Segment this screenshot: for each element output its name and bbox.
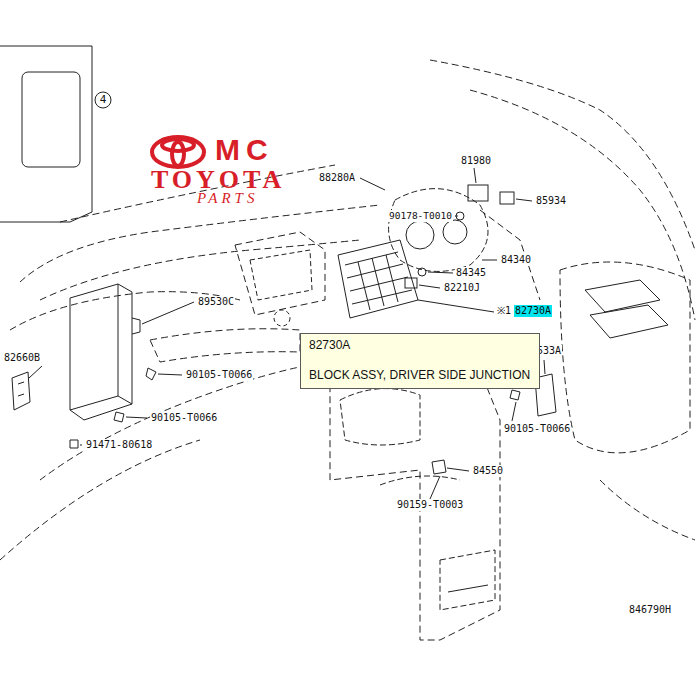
adjacent-view-part [22, 72, 80, 167]
leader-line [516, 199, 532, 201]
glovebox [150, 329, 300, 362]
part-number: 90178-T0010 [388, 210, 453, 222]
leader-line [474, 168, 476, 183]
part-number: 82730A [514, 305, 552, 317]
door-panel [560, 262, 690, 453]
part-number: 82210J [443, 282, 481, 294]
watermark: PARTS [196, 190, 259, 206]
part-number: 90159-T0003 [396, 499, 464, 511]
dashboard-lower [10, 292, 240, 330]
ecu [70, 284, 132, 420]
leader-line [447, 468, 469, 471]
adjacent-view-frame [0, 46, 92, 222]
part-number: 90105-T0066 [503, 423, 571, 435]
floor-left [0, 440, 200, 560]
part-description: BLOCK ASSY, DRIVER SIDE JUNCTION [309, 368, 531, 382]
bolt [146, 368, 156, 380]
floor-edge [40, 362, 330, 480]
leader-line [428, 272, 453, 273]
leader-line [418, 300, 494, 312]
dashboard-edge [40, 240, 360, 300]
ecu-bracket [132, 318, 140, 334]
logo-outer [152, 137, 204, 167]
bolt [114, 412, 124, 422]
ecu-edge [70, 284, 132, 410]
toyota-logo [152, 137, 204, 167]
bracket [12, 372, 30, 410]
console-slot [448, 585, 488, 592]
part-number: 84340 [500, 254, 532, 266]
leader-line [512, 402, 516, 421]
windshield-edge [60, 165, 335, 222]
clip [432, 460, 446, 474]
console-box [440, 550, 495, 610]
part-number: 90105-T0066 [150, 412, 218, 424]
relay [468, 185, 488, 201]
note-mark: ※1 [496, 305, 511, 317]
leader-line [544, 360, 545, 374]
bolt [456, 212, 464, 220]
window-switch [585, 280, 660, 312]
leader-line [126, 417, 147, 418]
leader-line [29, 366, 42, 378]
gauge [406, 221, 434, 249]
leader-line [419, 285, 440, 288]
door-lower [600, 480, 695, 540]
part-number: 82660B [3, 352, 41, 364]
console [330, 345, 500, 640]
leader-line [360, 178, 385, 190]
window-switch [590, 305, 668, 338]
bolt [70, 440, 78, 448]
gauge [443, 220, 467, 244]
vent [274, 310, 290, 326]
watermark: TOYOTA [150, 167, 286, 193]
junction-block-fuses [345, 252, 412, 310]
tooltip-box: 82730A BLOCK ASSY, DRIVER SIDE JUNCTION [300, 333, 540, 389]
part-number: 90105-T0066 [185, 369, 253, 381]
part-number: 91471-80618 [85, 439, 153, 451]
connector [500, 192, 514, 204]
leader-line [80, 445, 82, 446]
part-number: 82730A [309, 338, 531, 352]
connector [405, 278, 417, 288]
part-number: 85934 [535, 195, 567, 207]
center-display [250, 250, 312, 300]
part-number: 84550 [472, 465, 504, 477]
leader-line [482, 260, 497, 261]
leader-line [158, 374, 182, 375]
callout-circle [95, 92, 111, 108]
logo-center [172, 142, 184, 166]
cup-holder [380, 476, 460, 485]
watermark: MC [214, 134, 275, 166]
callout-number: 4 [97, 94, 109, 106]
part-number: 89530C [197, 296, 235, 308]
pillar [430, 60, 695, 250]
leader-line [142, 302, 194, 324]
junction-block [338, 240, 418, 318]
part-number: 81980 [460, 155, 492, 167]
drawing-number: 846790H [628, 604, 672, 616]
steering-column [480, 210, 540, 300]
part-number: 84345 [455, 267, 487, 279]
leader-line [455, 216, 458, 217]
part-number: 88280A [318, 172, 356, 184]
center-panel [235, 232, 325, 315]
door-top [470, 90, 695, 320]
bolt [418, 268, 426, 276]
leader-line [430, 476, 440, 499]
bolt [510, 390, 520, 400]
shift-boot [340, 389, 420, 445]
